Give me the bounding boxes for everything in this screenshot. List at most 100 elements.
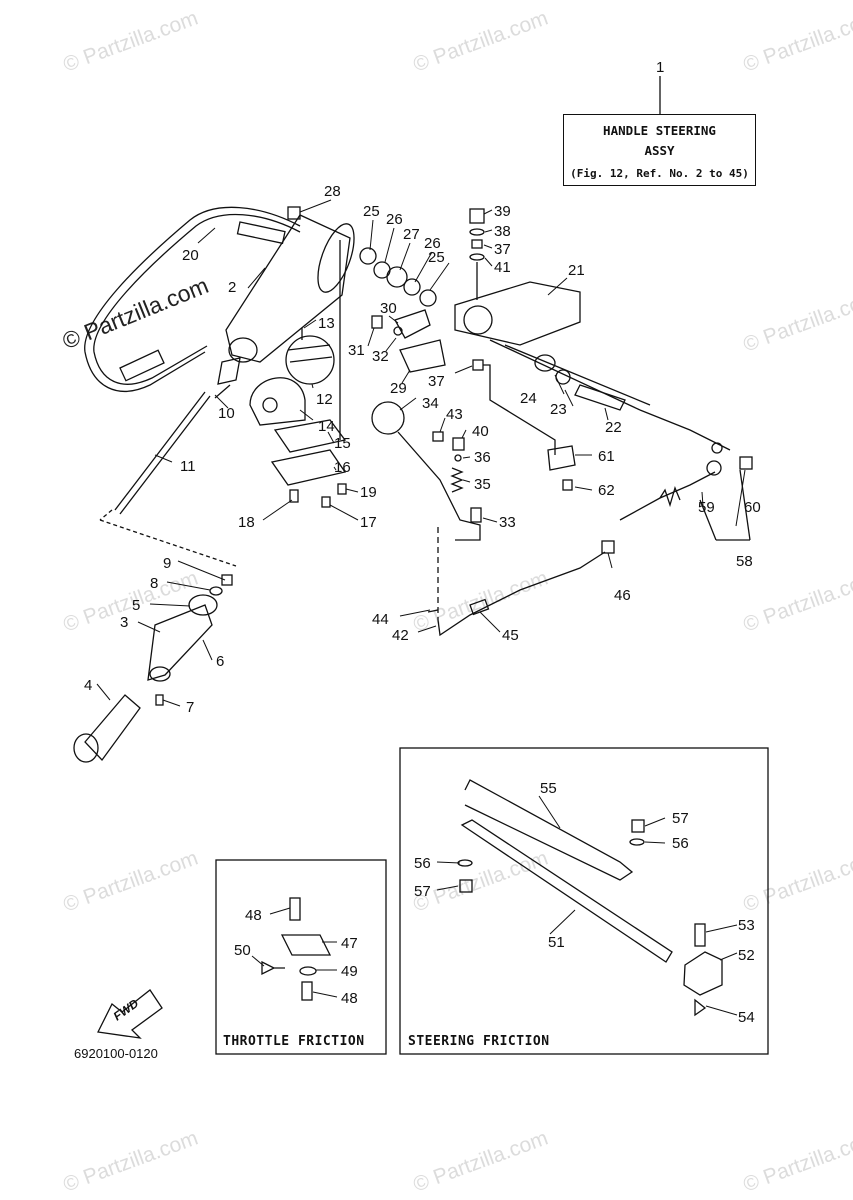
part-number-label: 23 — [550, 401, 567, 418]
nut-57b — [459, 879, 473, 893]
part-number-label: 31 — [348, 342, 365, 359]
part-number-label: 14 — [318, 418, 335, 435]
dashed-leader — [99, 519, 237, 567]
steering-bracket — [454, 281, 581, 346]
plate-15 — [273, 419, 347, 453]
link-rod — [437, 551, 606, 637]
grip-cap — [73, 733, 99, 763]
bracket-arm — [489, 339, 641, 411]
spring-35 — [450, 467, 464, 493]
part-number-label: 48 — [341, 990, 358, 1007]
part-number-label: 30 — [380, 300, 397, 317]
part-number-label: 55 — [540, 780, 557, 797]
part-number-label: 29 — [390, 380, 407, 397]
part-number-label: 6 — [216, 653, 224, 670]
bolt-28 — [287, 206, 301, 220]
shift-knob — [371, 401, 405, 435]
friction-bracket-47 — [280, 934, 332, 956]
shift-lever — [397, 431, 481, 541]
bolt-53 — [694, 923, 706, 947]
part-number-label: 46 — [614, 587, 631, 604]
tiller-neck — [228, 337, 258, 363]
part-number-label: 20 — [182, 247, 199, 264]
part-number-label: 41 — [494, 259, 511, 276]
part-number-label: 16 — [334, 459, 351, 476]
leader-line — [214, 384, 231, 399]
spring-washer-27 — [386, 266, 408, 288]
dashed-leader — [99, 509, 113, 521]
link-joint-45 — [469, 598, 490, 616]
part-number-label: 62 — [598, 482, 615, 499]
collar-43 — [432, 431, 444, 442]
throttle-friction-inset — [215, 859, 387, 1055]
part-number-label: 3 — [120, 614, 128, 631]
part-number-label: 25 — [428, 249, 445, 266]
part-number-label: 47 — [341, 935, 358, 952]
tiller-handle — [225, 214, 351, 363]
friction-plate — [249, 377, 306, 426]
part-number-label: 40 — [472, 423, 489, 440]
washer-25b — [419, 289, 437, 307]
part-number-label: 7 — [186, 699, 194, 716]
part-number-label: 61 — [598, 448, 615, 465]
gear-teeth — [287, 344, 333, 363]
collar-5 — [188, 594, 218, 616]
throttle-gear — [285, 335, 335, 385]
part-number-label: 57 — [672, 810, 689, 827]
shaft-11 — [114, 391, 206, 511]
part-number-label: 34 — [422, 395, 439, 412]
steering-friction-label: STEERING FRICTION — [408, 1034, 550, 1049]
wing-screw-54 — [694, 998, 707, 1017]
callout-line-3: (Fig. 12, Ref. No. 2 to 45) — [570, 167, 749, 180]
part-number-label: 9 — [163, 555, 171, 572]
bolt-22 — [574, 384, 626, 411]
part-number-label: 49 — [341, 963, 358, 980]
part-number-label: 44 — [372, 611, 389, 628]
pin-44 — [427, 609, 439, 613]
part-number-label: 28 — [324, 183, 341, 200]
part-number-label: 32 — [372, 348, 389, 365]
part-number-label: 57 — [414, 883, 431, 900]
part-number-label: 19 — [360, 484, 377, 501]
nut-57a — [631, 819, 645, 833]
part-number-label: 60 — [744, 499, 761, 516]
callout-line-1: HANDLE STEERING — [603, 123, 716, 138]
nut-39 — [469, 208, 485, 224]
leader-line — [483, 364, 556, 455]
fwd-arrow — [97, 989, 163, 1039]
tiller-handle-end — [317, 223, 355, 293]
tiller-collar — [217, 357, 241, 385]
bolt-33 — [470, 507, 482, 523]
part-number-label: 26 — [424, 235, 441, 252]
callout-line-2: ASSY — [644, 143, 675, 158]
stop-cable — [639, 409, 731, 451]
part-number-label: 26 — [386, 211, 403, 228]
part-number-label: 42 — [392, 627, 409, 644]
throttle-cable-outer — [93, 213, 301, 385]
grip-sleeve — [147, 604, 213, 681]
cable-terminal — [711, 442, 723, 454]
part-number-label: 12 — [316, 391, 333, 408]
collar-37 — [471, 239, 483, 249]
part-number-label: 50 — [234, 942, 251, 959]
bolt-31 — [371, 315, 383, 329]
part-number-label: 24 — [520, 390, 537, 407]
part-number-label: 8 — [150, 575, 158, 592]
part-number-label: 27 — [403, 226, 420, 243]
part-number-label: 21 — [568, 262, 585, 279]
cable-end-fitting — [119, 349, 165, 382]
washer-26b — [403, 278, 421, 296]
part-number-label: 53 — [738, 917, 755, 934]
part-number-label: 52 — [738, 947, 755, 964]
bolt-48b — [301, 981, 313, 1001]
part-number-label: 35 — [474, 476, 491, 493]
screw-62 — [562, 479, 573, 491]
part-number-label: 48 — [245, 907, 262, 924]
lanyard-cable — [619, 471, 716, 521]
screw-7 — [155, 694, 164, 706]
part-number-label: 37 — [428, 373, 445, 390]
cap-60 — [739, 456, 753, 470]
friction-rod-55 — [464, 779, 634, 881]
throttle-cable — [84, 206, 301, 392]
